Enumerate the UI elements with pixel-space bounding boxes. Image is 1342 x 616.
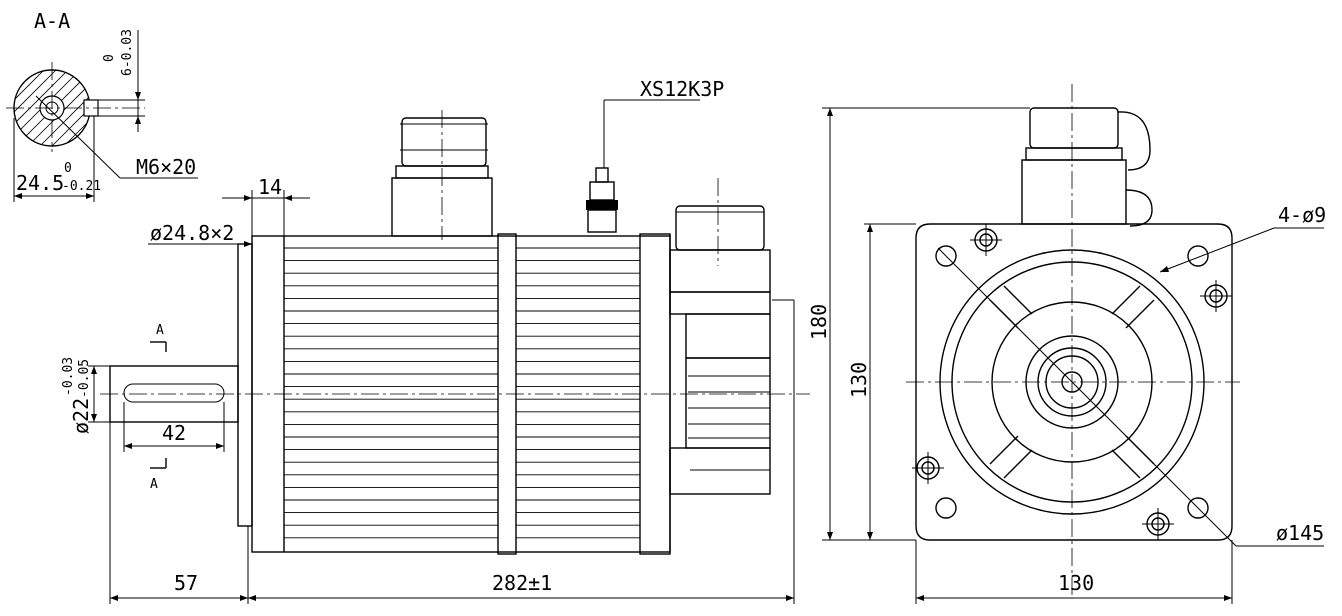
threaded-boss bbox=[1200, 280, 1232, 312]
svg-text:-0.05: -0.05 bbox=[77, 359, 92, 398]
svg-text:A: A bbox=[150, 477, 158, 492]
shaft-key bbox=[123, 383, 225, 403]
rear-band bbox=[639, 233, 671, 555]
threaded-boss bbox=[912, 452, 944, 484]
mount-hole bbox=[1187, 245, 1209, 267]
cooling-fins bbox=[284, 247, 640, 539]
encoder-connector bbox=[675, 205, 765, 251]
svg-text:-0.03: -0.03 bbox=[61, 357, 76, 396]
connector-label: XS12K3P bbox=[640, 77, 724, 101]
height-total-dim: 180 bbox=[807, 304, 831, 340]
front-flange bbox=[915, 223, 1233, 541]
mount-hole bbox=[935, 245, 957, 267]
front-connector-base bbox=[1021, 159, 1127, 225]
svg-text:0: 0 bbox=[102, 54, 117, 62]
side-view: XS12K3P 14 ø24.8×2 A bbox=[61, 77, 810, 604]
flange-plate bbox=[237, 243, 253, 527]
flange-thickness-dim: 14 bbox=[258, 175, 282, 199]
svg-text:6-0.03: 6-0.03 bbox=[120, 29, 135, 76]
key-length-dim: 42 bbox=[162, 421, 186, 445]
mount-hole bbox=[935, 497, 957, 519]
body-length-dim: 282±1 bbox=[492, 571, 552, 595]
section-title: A-A bbox=[34, 9, 70, 33]
thread-label: M6×20 bbox=[136, 155, 196, 179]
holes-label: 4-ø9 bbox=[1278, 203, 1326, 227]
width-flange-dim: 130 bbox=[1058, 571, 1094, 595]
threaded-boss bbox=[1142, 508, 1174, 540]
threaded-boss bbox=[970, 224, 1002, 256]
spigot-dim: ø24.8×2 bbox=[150, 221, 234, 245]
height-flange-dim: 130 bbox=[847, 362, 871, 398]
encoder-plug: XS12K3P bbox=[586, 77, 724, 233]
svg-text:0: 0 bbox=[64, 161, 72, 176]
svg-text:-0.21: -0.21 bbox=[62, 179, 101, 194]
rear-housing bbox=[669, 249, 771, 293]
mount-hole bbox=[1187, 497, 1209, 519]
power-connector-head bbox=[401, 117, 487, 167]
shaft-length-dim: 57 bbox=[174, 571, 198, 595]
pcd-label: ø145 bbox=[1276, 521, 1324, 545]
front-view: 4-ø9 ø145 180 130 130 bbox=[807, 84, 1326, 604]
key-depth-dim: 24.5 bbox=[16, 171, 64, 195]
svg-text:A: A bbox=[156, 323, 164, 338]
shaft-dia-dim: ø22 bbox=[69, 398, 93, 434]
front-connector-head bbox=[1029, 107, 1119, 149]
section-a-a: A-A 0 6-0.03 bbox=[6, 9, 198, 202]
